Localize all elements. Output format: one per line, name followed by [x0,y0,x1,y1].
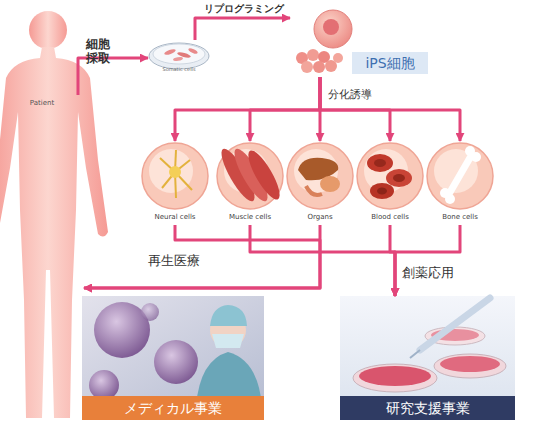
edge-label: リプログラミング [204,3,294,15]
flow-connector [319,77,322,141]
node-text: 研究支援事業 [340,396,515,420]
circle-highlight [364,149,408,193]
organ-icon [298,158,340,195]
business-panel: メディカル事業 [82,296,264,420]
circle-outline [285,141,355,211]
cell-type-circle: Organs [285,141,355,225]
circle-shape [357,143,423,209]
edge-label: 細胞採取 [86,38,112,66]
circle-outline [140,141,210,211]
ips-cell-image [296,10,352,73]
business-panel: 研究支援事業 [340,296,515,420]
cell-type-circle: Blood cells [355,141,425,225]
flow-connector [175,77,320,141]
flow-connector [84,225,320,288]
flow-connector [250,77,320,141]
node-text: Bone cells [415,213,505,221]
bone-icon [440,146,481,204]
ips-cell-box: iPS細胞 [290,5,430,77]
node-text: メディカル事業 [82,396,264,420]
cell-type-circle: Neural cells [140,141,210,225]
circle-highlight [224,149,268,193]
cell-type-circle: Muscle cells [215,141,285,225]
medical-photo [82,296,264,406]
node-text: Muscle cells [205,213,295,221]
free-label: 分化誘導 [328,89,372,102]
circle-shape [287,143,353,209]
node-text: iPS細胞 [352,52,428,74]
muscle-icon [216,145,285,205]
cell-type-circle: Bone cells [425,141,495,225]
node-text: Blood cells [345,213,435,221]
flow-connector [250,225,395,296]
patient-figure: Patient [0,95,84,415]
neuron-icon [160,150,192,198]
circle-highlight [434,149,478,193]
circle-highlight [294,149,338,193]
flow-connector [320,77,390,141]
flow-connector [320,77,460,141]
flow-connector [84,225,320,288]
circle-shape [142,143,208,209]
free-label: 創薬応用 [402,266,454,281]
flow-connector [78,58,148,95]
circle-outline [425,141,495,211]
node-text: Patient [0,99,84,107]
circle-shape [427,143,493,209]
flow-connector [390,225,395,296]
research-photo [340,296,515,406]
free-label: 再生医療 [148,254,200,269]
flow-connector [395,225,460,296]
petri-dish [149,43,209,69]
circle-outline [355,141,425,211]
node-text: Somatic cells [148,67,210,73]
circle-highlight [149,149,193,193]
node-text: Neural cells [130,213,220,221]
flow-connector [195,18,290,40]
patient-silhouette [0,11,108,418]
node-text: Organs [275,213,365,221]
culture-dish: Somatic cells [148,40,210,76]
blood-icon [367,154,412,199]
circle-outline [215,141,285,211]
circle-shape [217,143,283,209]
